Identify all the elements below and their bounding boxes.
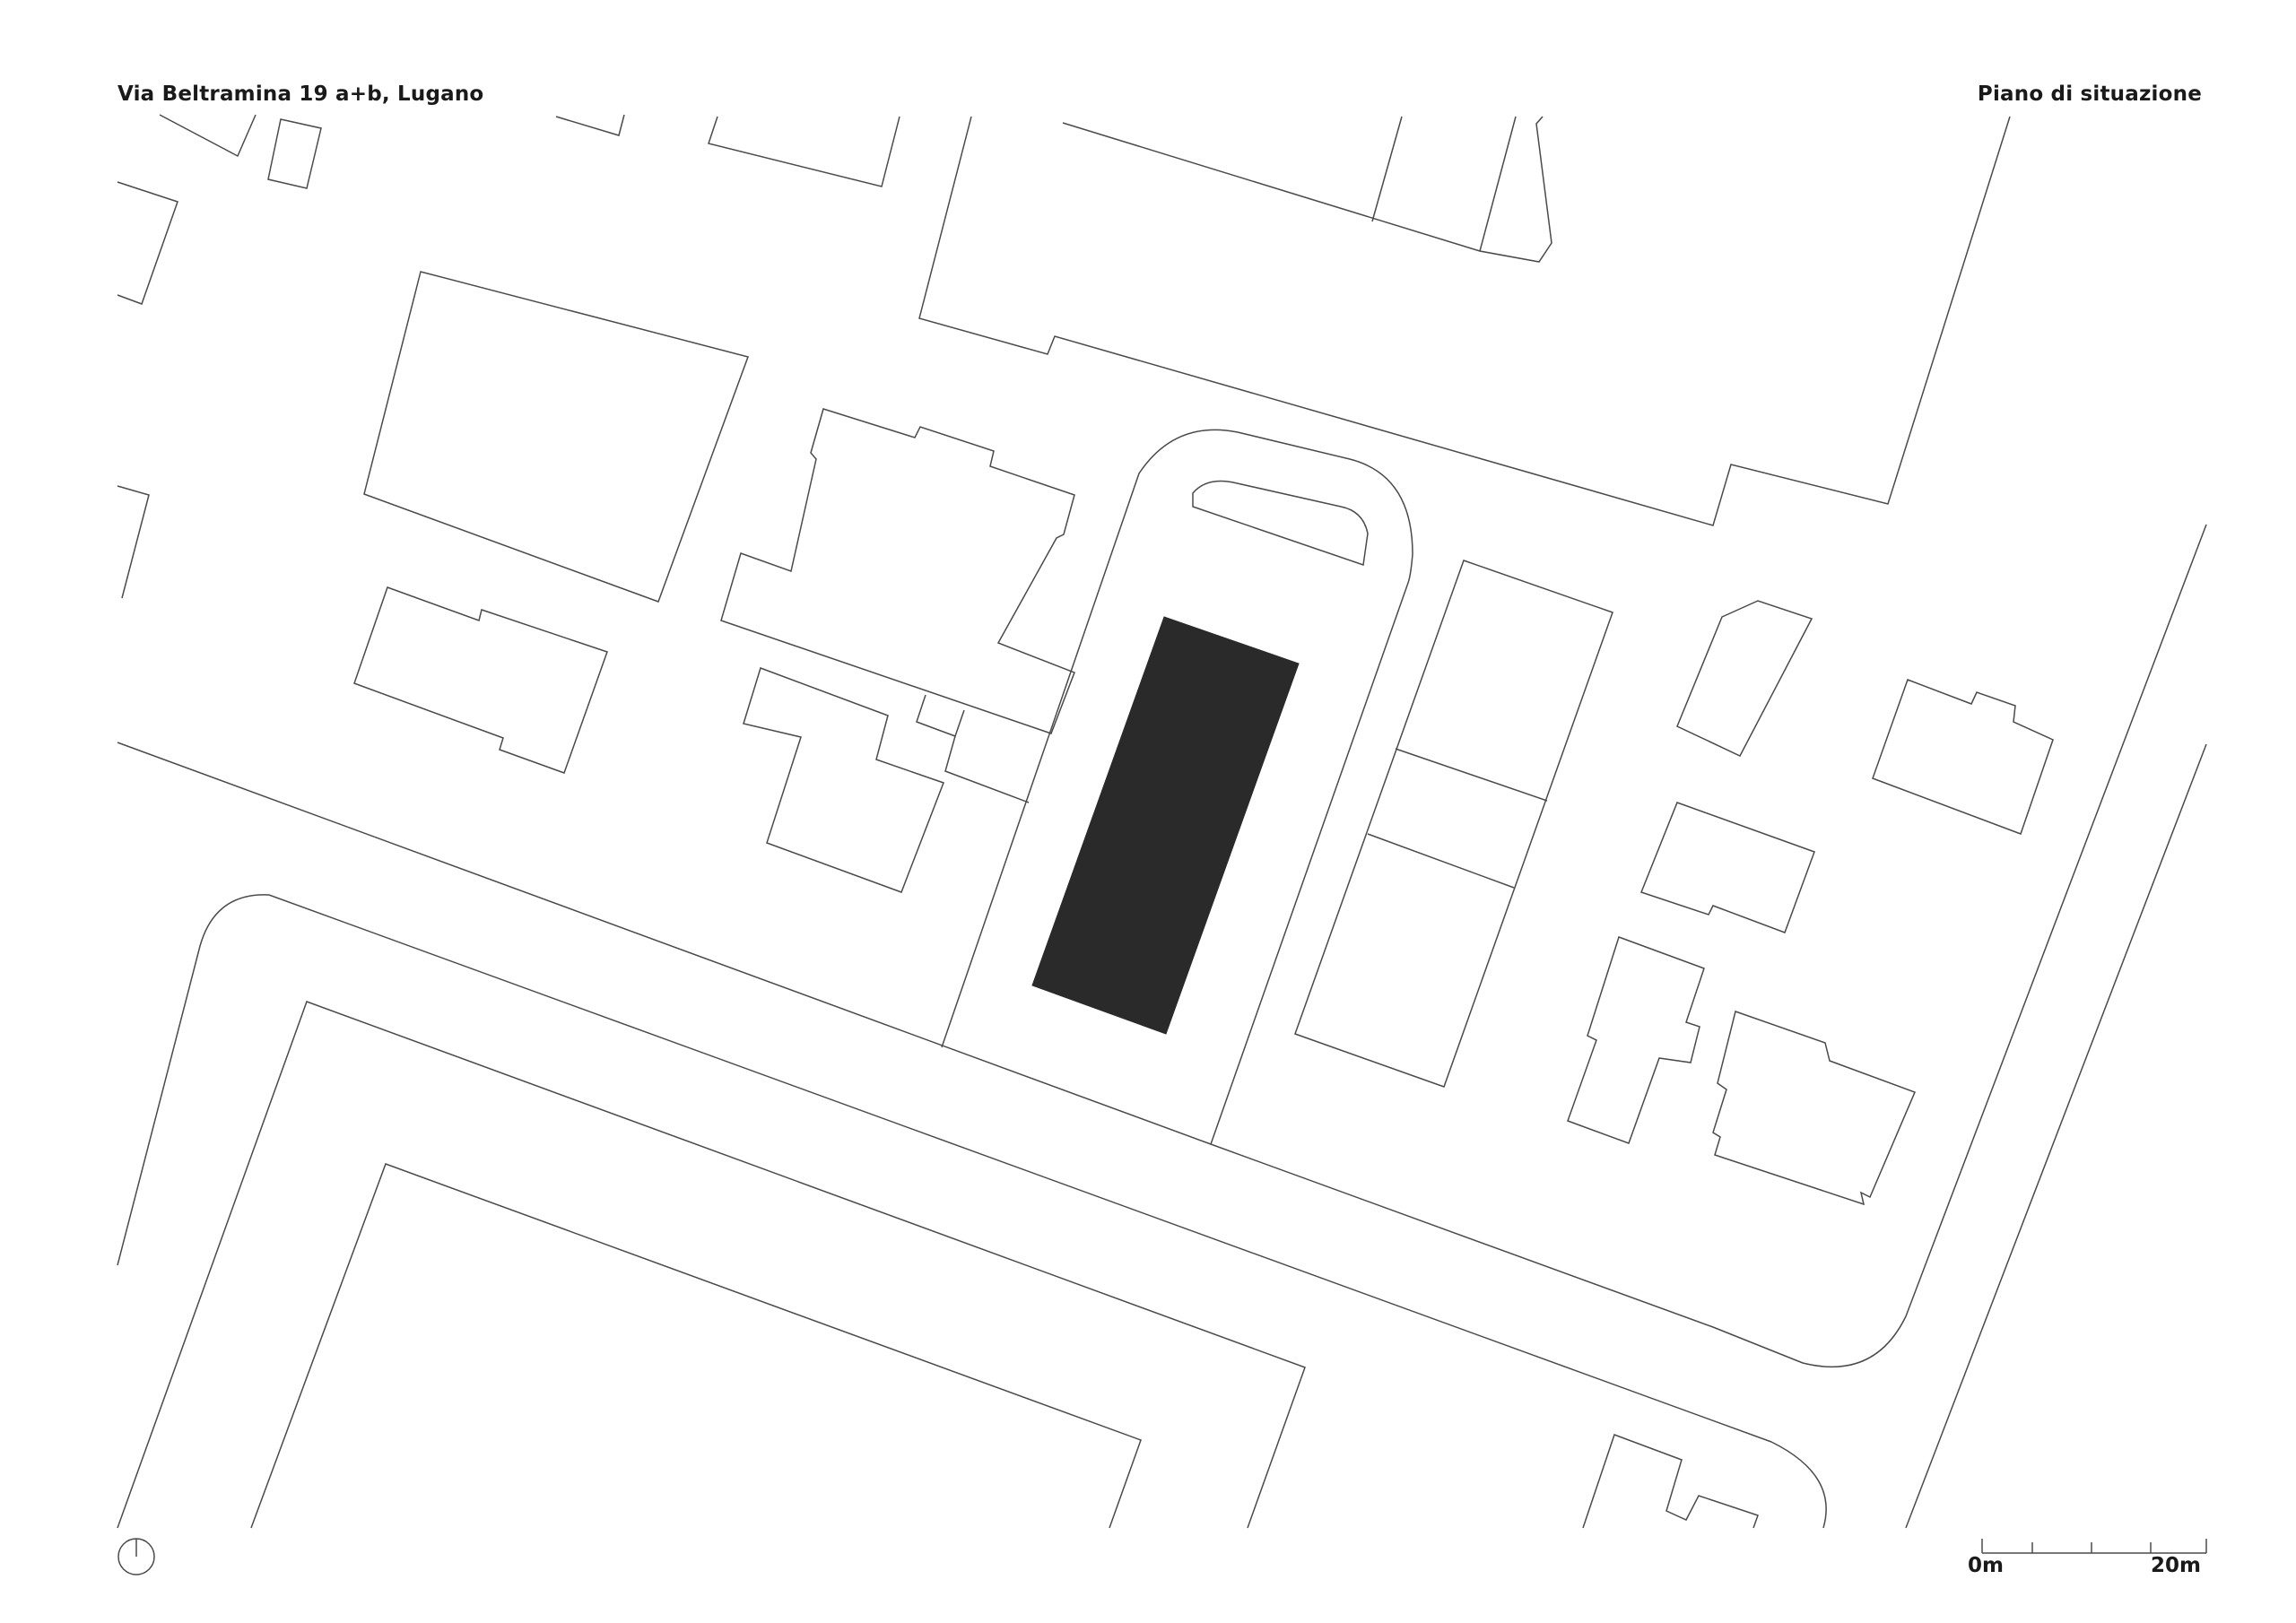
building-outline xyxy=(267,118,322,189)
building-outline xyxy=(363,271,749,603)
building-outline xyxy=(916,694,1030,803)
scale-start-label: 0m xyxy=(1968,1554,2004,1577)
access-road-island xyxy=(1192,480,1369,567)
scale-end-label: 20m xyxy=(2151,1554,2201,1577)
building-divider xyxy=(1367,833,1515,889)
building-divider xyxy=(1479,116,1517,252)
building-outline xyxy=(1872,679,2054,835)
building-outline xyxy=(1567,936,1705,1144)
address-title: Via Beltramina 19 a+b, Lugano xyxy=(117,82,484,106)
building-outline xyxy=(159,114,257,158)
building-outline xyxy=(743,667,944,893)
project-building xyxy=(1031,616,1300,1035)
access-road xyxy=(941,429,1413,1145)
building-outline xyxy=(1640,802,1815,933)
building-outline xyxy=(708,116,900,187)
building-outline xyxy=(1294,560,1613,1088)
north-arrow-icon xyxy=(117,1538,155,1575)
building-outline xyxy=(720,408,1075,734)
building-outline xyxy=(555,114,625,136)
block-outline xyxy=(117,1001,1306,1529)
building-outline xyxy=(353,586,608,774)
building-divider xyxy=(1395,748,1548,802)
street-edge xyxy=(117,894,1827,1529)
street-edge xyxy=(1712,524,2207,1368)
building-outline xyxy=(117,181,178,305)
building-outline xyxy=(1582,1434,1759,1529)
street-edge xyxy=(1905,743,2207,1529)
building-outline xyxy=(117,485,150,599)
block-outline xyxy=(250,1163,1142,1529)
building-outline xyxy=(1676,600,1813,757)
building-divider xyxy=(1371,116,1403,222)
street-edge xyxy=(117,742,1714,1328)
scale-bar xyxy=(1981,1539,2207,1554)
sheet-title: Piano di situazione xyxy=(1977,82,2202,106)
building-outline xyxy=(1062,116,1552,263)
building-outline xyxy=(918,116,2011,526)
building-divider xyxy=(954,709,965,737)
building-outline xyxy=(1712,1011,1916,1206)
